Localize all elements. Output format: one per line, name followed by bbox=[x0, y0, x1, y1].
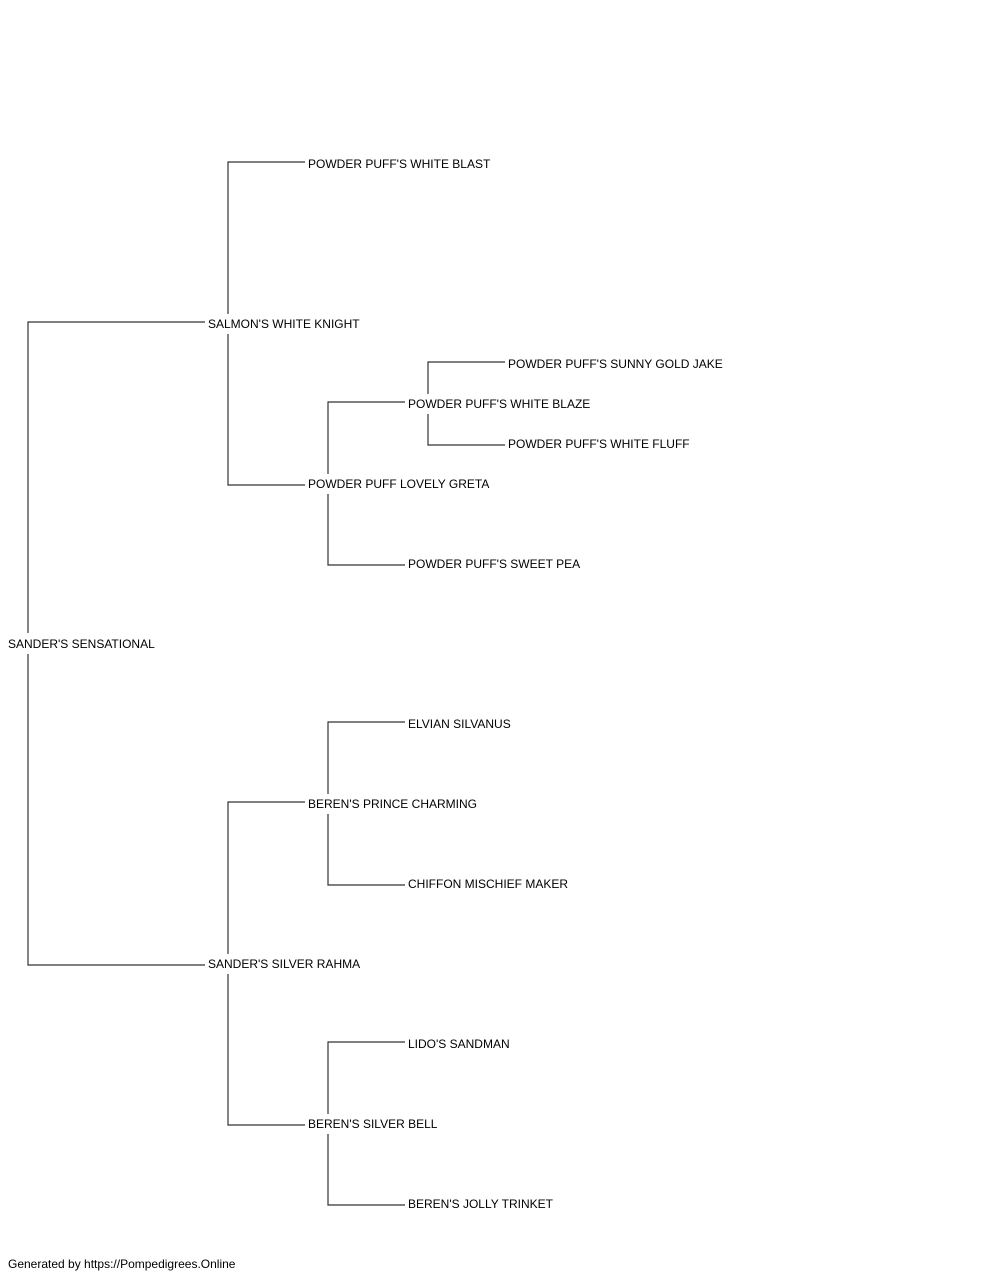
dam-dam-name: BEREN'S SILVER BELL bbox=[308, 1117, 438, 1131]
sire-dam-dam-name: POWDER PUFF'S SWEET PEA bbox=[408, 557, 581, 571]
dam-name: SANDER'S SILVER RAHMA bbox=[208, 957, 361, 971]
connector-greta-sire bbox=[327, 401, 405, 474]
connector-subject-sire bbox=[27, 321, 205, 633]
dam-sire-dam-name: CHIFFON MISCHIEF MAKER bbox=[408, 877, 569, 891]
connector-charming-dam bbox=[327, 814, 405, 886]
sire-dam-name: POWDER PUFF LOVELY GRETA bbox=[308, 477, 490, 491]
footer-credit: Generated by https://Pompedigrees.Online bbox=[8, 1257, 236, 1271]
dam-sire-sire-name: ELVIAN SILVANUS bbox=[408, 717, 511, 731]
sire-sire-name: POWDER PUFF'S WHITE BLAST bbox=[308, 157, 491, 171]
connector-bell-dam bbox=[327, 1134, 405, 1206]
connector-subject-dam bbox=[27, 654, 205, 966]
subject-name: SANDER'S SENSATIONAL bbox=[8, 637, 155, 651]
connector-bell-sire bbox=[327, 1041, 405, 1114]
dam-dam-dam-name: BEREN'S JOLLY TRINKET bbox=[408, 1197, 554, 1211]
sire-dam-sire-sire-name: POWDER PUFF'S SUNNY GOLD JAKE bbox=[508, 357, 723, 371]
connector-greta-dam bbox=[327, 494, 405, 566]
connector-dam-dam bbox=[227, 974, 305, 1126]
connector-dam-sire bbox=[227, 801, 305, 954]
sire-name: SALMON'S WHITE KNIGHT bbox=[208, 317, 360, 331]
connector-blaze-sire bbox=[427, 361, 505, 394]
dam-dam-sire-name: LIDO'S SANDMAN bbox=[408, 1037, 510, 1051]
sire-dam-sire-name: POWDER PUFF'S WHITE BLAZE bbox=[408, 397, 591, 411]
dam-sire-name: BEREN'S PRINCE CHARMING bbox=[308, 797, 477, 811]
sire-dam-sire-dam-name: POWDER PUFF'S WHITE FLUFF bbox=[508, 437, 690, 451]
connector-sire-sire bbox=[227, 161, 305, 314]
connector-sire-dam bbox=[227, 334, 305, 486]
connector-charming-sire bbox=[327, 721, 405, 794]
connector-blaze-dam bbox=[427, 414, 505, 446]
